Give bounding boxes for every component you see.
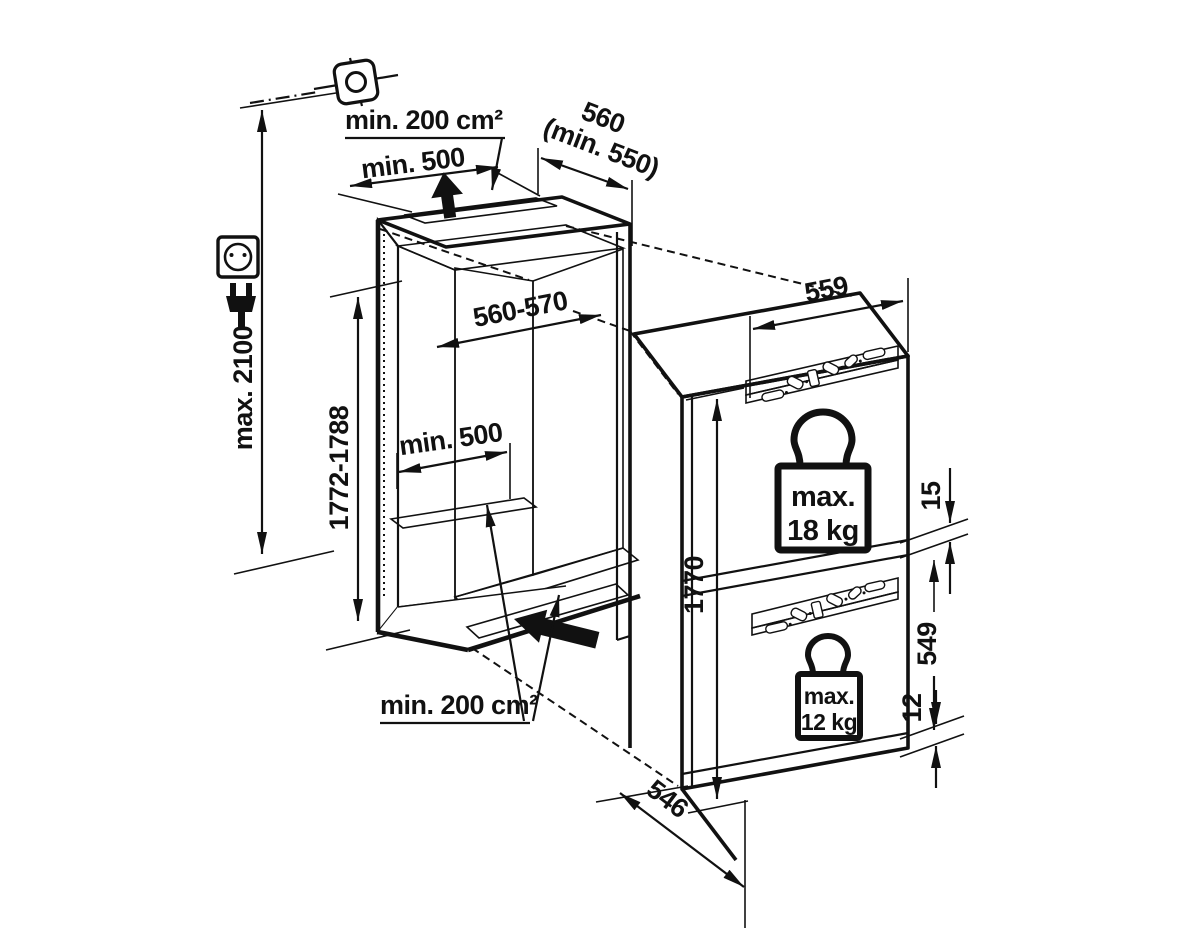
- power-socket-icon: [216, 235, 260, 279]
- max-load-upper-line1: max.: [791, 481, 855, 513]
- dim-inner-width: 560-570: [471, 285, 571, 333]
- label-vent-top: min. 200 cm²: [345, 105, 503, 135]
- dim-appliance-width: 559: [802, 270, 851, 308]
- dim-line-clearance-top: [349, 164, 499, 189]
- dim-gap-top: 15: [916, 481, 946, 511]
- max-load-upper-line2: 18 kg: [787, 515, 859, 547]
- max-load-lower-line1: max.: [804, 683, 854, 709]
- niche-base-edge: [397, 585, 567, 608]
- dim-appliance-depth: 546: [641, 774, 694, 824]
- projection-line-bottom: [471, 647, 679, 787]
- power-plug-icon: [226, 283, 256, 328]
- max-load-upper-icon: max. 18 kg: [774, 408, 872, 554]
- niche-floor-vent-strip: [389, 497, 538, 529]
- projection-line-top: [565, 225, 853, 297]
- airflow-arrow-left-icon: [514, 609, 600, 649]
- dim-line-appliance-width: [752, 299, 904, 331]
- projection-line-mid-a: [572, 310, 631, 332]
- dim-line-appliance-depth: [619, 792, 745, 888]
- dim-gap-bottom: 12: [897, 693, 927, 722]
- label-vent-bottom: min. 200 cm²: [380, 690, 538, 720]
- leader-vent-top: [490, 137, 504, 191]
- niche-cabinet: [375, 172, 853, 787]
- fixing-reference-line: [249, 90, 319, 105]
- dim-lower-height: 549: [912, 622, 942, 666]
- dim-max-height: max. 2100: [228, 326, 258, 451]
- dim-line-recess-width: [398, 450, 508, 474]
- dim-line-inner-width: [436, 313, 602, 349]
- max-load-lower-line2: 12 kg: [801, 709, 857, 735]
- niche-bottom-edge-left: [377, 629, 469, 653]
- dim-niche-height: 1772-1788: [324, 405, 354, 530]
- niche-hidden-depth-line: [379, 228, 530, 281]
- upper-hinge-plate: [745, 344, 899, 405]
- niche-top-vent-strip: [403, 197, 558, 224]
- niche-right-panel-step: [616, 634, 631, 642]
- dim-clearance-top: min. 500: [359, 142, 466, 184]
- niche-top-face: [376, 195, 632, 249]
- niche-bottom-vent-strip: [465, 583, 630, 639]
- dim-line-depth-top: [540, 156, 629, 191]
- lower-hinge-plate: [751, 576, 899, 637]
- wall-fixing-icon: [249, 57, 399, 107]
- appliance: max. 18 kg max. 12 kg: [632, 291, 910, 862]
- leader-vent-bottom-b: [531, 594, 561, 722]
- leader-vent-bottom-a: [485, 504, 526, 722]
- max-load-lower-icon: max. 12 kg: [795, 633, 863, 741]
- dim-appliance-height: 1770: [679, 556, 709, 614]
